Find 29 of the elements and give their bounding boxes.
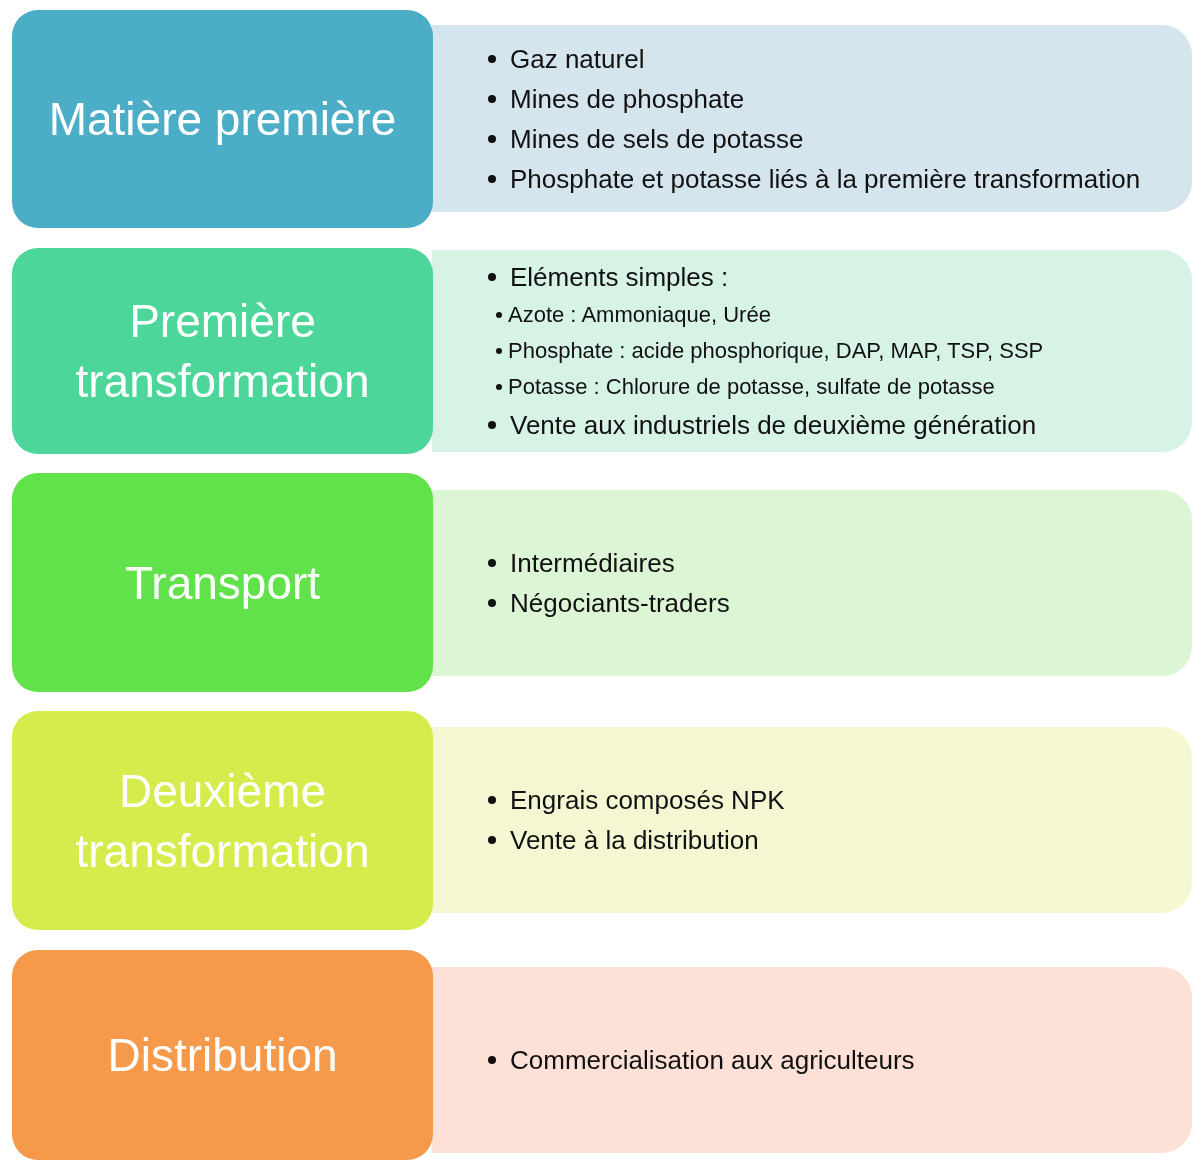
stage-box [12,711,433,930]
bullet-item: Mines de phosphate [488,81,1172,116]
details-panel [432,250,1192,452]
bullet-item: Phosphate et potasse liés à la première transformation [488,161,1172,196]
stage-title: Transport [124,555,321,611]
bullet-item: Gaz naturel [488,41,1172,76]
bullet-item: Intermédiaires [488,546,1172,580]
bullet-item: Azote : Ammoniaque, Urée [496,300,1172,330]
stage-box [12,10,433,228]
stage-box [12,248,433,454]
bullet-item: Potasse : Chlorure de potasse, sulfate de potasse [496,372,1172,402]
details-panel [432,727,1192,913]
stage-title: Matière première [48,92,397,147]
bullet-item: Engrais composés NPK [488,783,1172,817]
stage-box [12,473,433,692]
details-panel [432,490,1192,676]
details-panel [432,25,1192,212]
details-panel [432,967,1192,1153]
bullet-item: Négociants-traders [488,586,1172,620]
bullet-item: Mines de sels de potasse [488,121,1172,156]
bullet-item: Phosphate : acide phosphorique, DAP, MAP, TSP, SSP [496,336,1172,366]
stage-title: Deuxième transformation [74,763,371,879]
stage-box [12,950,433,1160]
bullet-item: Eléments simples : [488,260,1172,294]
bullet-item: Commercialisation aux agriculteurs [488,1043,1172,1077]
stage-title: Première transformation [74,294,371,409]
bullet-item: Vente aux industriels de deuxième génération [488,408,1172,442]
bullet-item: Vente à la distribution [488,823,1172,857]
stage-title: Distribution [107,1028,338,1083]
